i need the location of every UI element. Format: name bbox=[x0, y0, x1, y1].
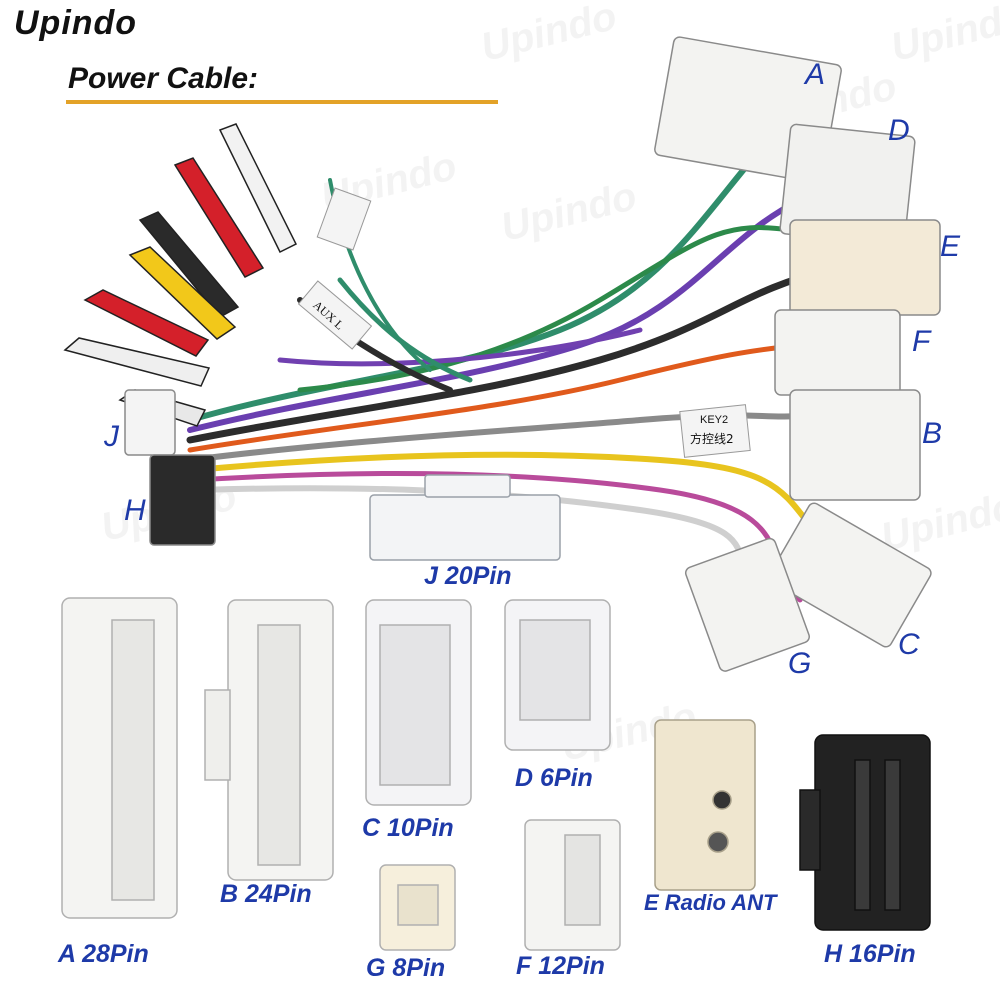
connector-letter-j: J bbox=[104, 420, 119, 453]
connector-letter-d: D bbox=[888, 114, 910, 147]
brand-logo: Upindo bbox=[14, 4, 138, 42]
connector-letter-b: B bbox=[922, 417, 943, 450]
connector-letter-f: F bbox=[912, 325, 931, 358]
connector-letter-a: A bbox=[805, 58, 826, 91]
caption-c-10pin: C 10Pin bbox=[362, 814, 454, 842]
caption-a-28pin: A 28Pin bbox=[58, 940, 149, 968]
connector-letter-c: C bbox=[898, 628, 920, 661]
wire-tag-key2: KEY2 bbox=[700, 414, 729, 426]
wire-tag-key2-cn: 方控线2 bbox=[690, 432, 734, 446]
caption-g-8pin: G 8Pin bbox=[366, 954, 446, 982]
title-underline bbox=[66, 100, 498, 104]
caption-f-12pin: F 12Pin bbox=[516, 952, 605, 980]
caption-h-16pin: H 16Pin bbox=[824, 940, 916, 968]
caption-e-radio-ant: E Radio ANT bbox=[644, 890, 777, 915]
connector-letter-e: E bbox=[940, 230, 961, 263]
caption-b-24pin: B 24Pin bbox=[220, 880, 312, 908]
caption-d-6pin: D 6Pin bbox=[515, 764, 593, 792]
connector-letter-h: H bbox=[124, 494, 146, 527]
section-title: Power Cable: bbox=[68, 62, 259, 95]
caption-j-20pin: J 20Pin bbox=[424, 562, 512, 590]
connector-letter-g: G bbox=[788, 647, 812, 680]
